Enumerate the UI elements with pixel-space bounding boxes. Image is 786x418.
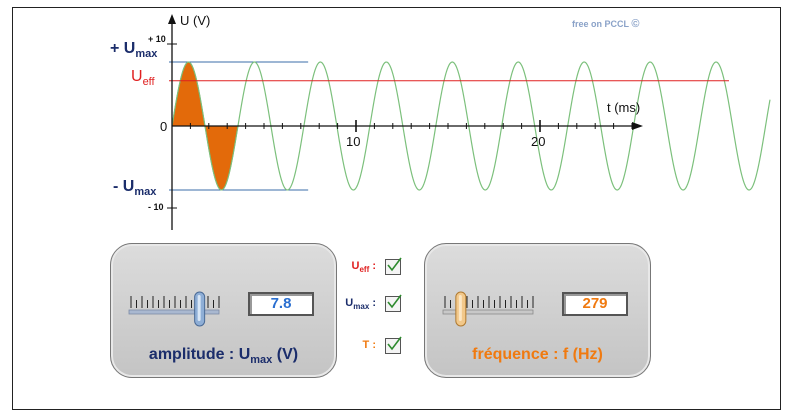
frequency-title: fréquence : f (Hz) [472,346,603,363]
period-checkbox[interactable] [385,336,402,354]
x-tick-label-10: 10 [346,134,361,149]
amplitude-title: amplitude : Umax (V) [148,346,299,367]
y-axis-label: U (V) [180,13,211,28]
check-icon [387,257,402,272]
ueff-checkbox-label: Ueff : [351,260,376,275]
umax-checkbox[interactable] [385,294,402,312]
amplitude-slider-thumb[interactable] [194,291,206,327]
y-axis-arrow [168,14,176,24]
x-axis-arrow [632,122,643,130]
frequency-panel: 279 fréquence : f (Hz) [424,243,651,378]
period-checkbox-label: T : [362,339,376,351]
plus-umax-label: + Umax [110,40,158,61]
check-icon [387,336,402,351]
frequency-slider[interactable] [441,280,541,330]
sine-wave [171,61,771,191]
origin-label: 0 [160,119,168,134]
umax-checkbox-label: Umax : [345,297,376,312]
minus-ten-label: - 10 [148,202,164,212]
signal-graph [167,14,771,230]
frequency-value: 279 [562,292,628,316]
amplitude-panel: 7.8 amplitude : Umax (V) [110,243,337,378]
ueff-checkbox[interactable] [385,257,402,275]
frequency-slider-thumb[interactable] [455,291,467,327]
ueff-label: Ueff [131,68,155,89]
check-icon [387,294,402,309]
minus-umax-label: - Umax [113,178,157,199]
x-tick-label-20: 20 [531,134,546,149]
amplitude-value: 7.8 [248,292,314,316]
credit-text: free on PCCL © [572,18,640,30]
plus-ten-label: + 10 [148,34,166,44]
frequency-slider-track[interactable] [442,309,534,315]
amplitude-slider[interactable] [127,280,227,330]
amplitude-slider-track[interactable] [128,309,220,315]
x-axis-label: t (ms) [607,100,641,115]
